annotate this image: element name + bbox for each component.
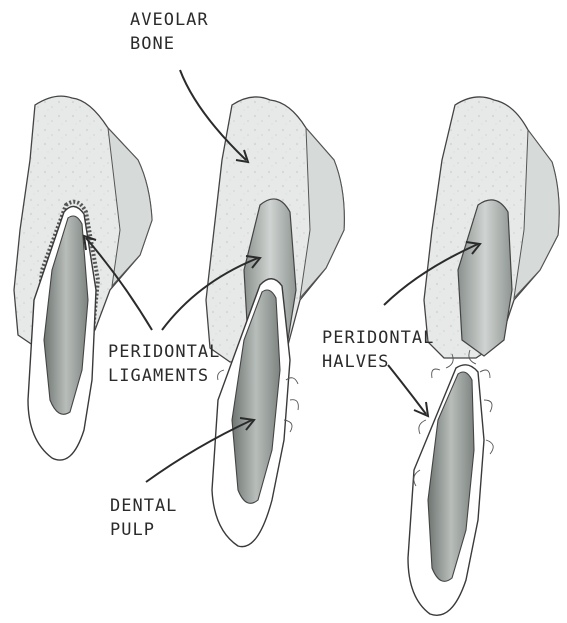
label-periodontal-ligaments: PERIDONTAL LIGAMENTS [108, 340, 220, 388]
label-periodontal-halves-line2: HALVES [322, 350, 434, 374]
label-periodontal-ligaments-line2: LIGAMENTS [108, 364, 220, 388]
tooth-left-group [14, 96, 152, 460]
tooth-middle-group [206, 97, 344, 547]
label-periodontal-halves-line1: PERIDONTAL [322, 326, 434, 350]
label-periodontal-ligaments-line1: PERIDONTAL [108, 340, 220, 364]
label-dental-pulp-line2: PULP [110, 518, 177, 542]
label-alveolar-bone-line2: BONE [130, 32, 209, 56]
label-alveolar-bone-line1: AVEOLAR [130, 8, 209, 32]
label-dental-pulp: DENTAL PULP [110, 494, 177, 542]
label-dental-pulp-line1: DENTAL [110, 494, 177, 518]
label-periodontal-halves: PERIDONTAL HALVES [322, 326, 434, 374]
label-alveolar-bone: AVEOLAR BONE [130, 8, 209, 56]
